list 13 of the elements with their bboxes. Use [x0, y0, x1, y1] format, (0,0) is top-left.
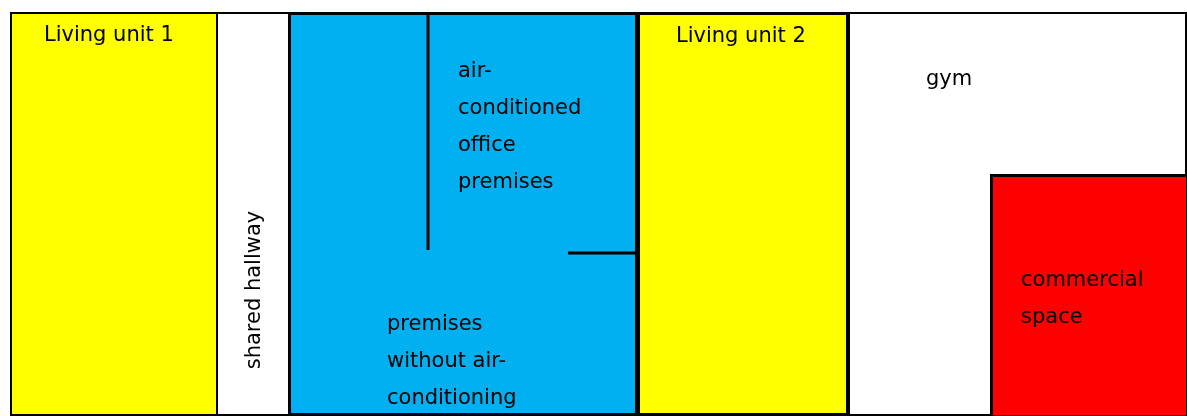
- room-label: air-conditioned office premises: [458, 57, 578, 195]
- living-room-area: [637, 12, 849, 416]
- room-label: shared hallway: [239, 210, 266, 370]
- room-label: premises without air-conditioning: [387, 310, 518, 411]
- gym-area: [848, 12, 1187, 416]
- living-room-area: [10, 12, 218, 416]
- hallway-area: [216, 12, 290, 416]
- office-area: [288, 12, 638, 416]
- room-label: gym: [926, 65, 974, 92]
- commercial-area: [990, 174, 1187, 416]
- room-label: Living unit 1: [44, 21, 175, 48]
- room-label: Living unit 2: [676, 22, 807, 49]
- room-label: commercial space: [1021, 266, 1145, 330]
